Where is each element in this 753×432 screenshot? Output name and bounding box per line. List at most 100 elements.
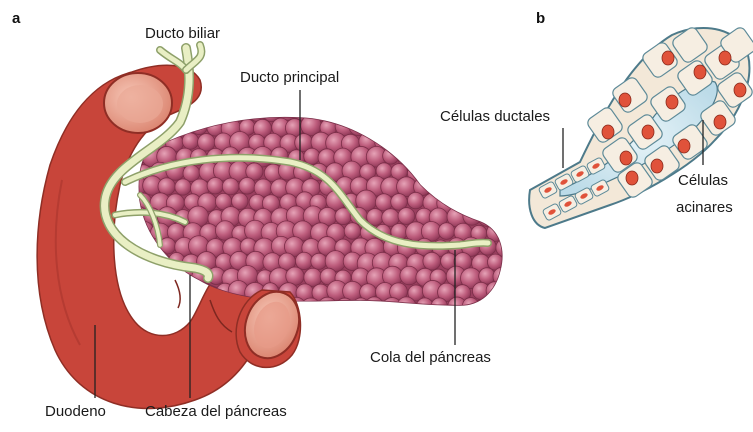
lobule	[311, 253, 327, 269]
lobule	[341, 102, 361, 122]
label-bile-duct: Ducto biliar	[145, 25, 220, 42]
lobule	[239, 178, 256, 195]
lobule	[433, 149, 450, 166]
panel-a-label: a	[12, 10, 21, 27]
lobule	[493, 207, 511, 225]
lobule	[175, 179, 191, 195]
lobule	[295, 252, 312, 269]
lobule	[479, 176, 499, 196]
lobule	[438, 162, 459, 183]
lobule	[469, 130, 490, 151]
lobule	[415, 148, 432, 165]
lobule	[142, 266, 161, 285]
lobule	[421, 102, 439, 120]
pancreas	[125, 101, 515, 319]
panel-b-label: b	[536, 10, 545, 27]
lobule	[407, 192, 423, 208]
lobule	[422, 165, 439, 182]
lobule	[405, 102, 424, 121]
cell-nucleus	[714, 115, 726, 129]
duodenum-top-end	[104, 73, 172, 133]
lobule	[494, 178, 515, 199]
lobule	[373, 101, 393, 121]
lobule	[454, 131, 473, 150]
lobule	[448, 297, 467, 316]
lobule	[304, 148, 320, 164]
cell-nucleus	[734, 83, 746, 97]
lobule	[416, 298, 433, 315]
lobule	[437, 131, 456, 150]
lobule	[383, 116, 403, 136]
lobule	[392, 134, 410, 152]
lobule	[471, 162, 489, 180]
lobule	[423, 252, 441, 270]
pancreas-lobules	[125, 101, 515, 319]
label-ductal-cells: Células ductales	[440, 108, 550, 125]
lobule	[486, 134, 504, 152]
lobule	[397, 297, 416, 316]
lobule	[230, 102, 249, 121]
cell-nucleus	[619, 93, 631, 107]
lobule	[198, 134, 216, 152]
lobule	[390, 103, 409, 122]
lobule	[461, 148, 480, 167]
lobule	[173, 295, 194, 316]
cell-nucleus	[662, 51, 674, 65]
cell-nucleus	[666, 95, 678, 109]
lobule	[318, 297, 338, 317]
lobule	[207, 178, 223, 194]
lobule	[375, 194, 392, 211]
acinus	[529, 26, 753, 228]
lobule	[222, 178, 239, 195]
lobule	[465, 179, 481, 195]
lobule	[495, 148, 513, 166]
cell-nucleus	[651, 159, 663, 173]
cell-nucleus	[626, 171, 638, 185]
lobule	[133, 283, 152, 302]
cell-nucleus	[602, 125, 614, 139]
lobule	[478, 206, 499, 227]
lobule	[429, 176, 449, 196]
lobule	[361, 103, 377, 119]
lobule	[182, 133, 198, 149]
lobule	[344, 223, 360, 239]
cell-nucleus	[694, 65, 706, 79]
lobule	[438, 223, 455, 240]
lobule	[216, 102, 233, 119]
lobule	[197, 102, 216, 121]
label-main-duct: Ducto principal	[240, 69, 339, 86]
lobule	[366, 119, 382, 135]
cell-nucleus	[719, 51, 731, 65]
lobule	[422, 130, 443, 151]
cell-nucleus	[620, 151, 632, 165]
lobule	[456, 161, 475, 180]
lobule	[126, 268, 143, 285]
lobule	[152, 283, 168, 299]
lobule	[486, 193, 506, 213]
lobule	[142, 298, 162, 318]
lobule	[496, 239, 514, 257]
lobule	[182, 283, 203, 304]
label-acinar-line1: Células	[678, 172, 728, 189]
label-duodenum: Duodeno	[45, 403, 106, 420]
lobule	[446, 178, 464, 196]
lobule	[326, 102, 345, 121]
lobule	[471, 194, 488, 211]
cell-nucleus	[642, 125, 654, 139]
lobule	[455, 191, 474, 210]
lobule	[398, 208, 415, 225]
lobule	[191, 119, 207, 135]
lobule	[159, 300, 176, 317]
cell-nucleus	[678, 139, 690, 153]
lobule	[165, 282, 186, 303]
lobule	[478, 146, 499, 167]
lobule	[407, 134, 423, 150]
lobule	[383, 148, 399, 164]
lobule	[446, 146, 466, 166]
lobule	[496, 299, 513, 316]
lobule	[462, 298, 479, 315]
lobule	[486, 162, 505, 181]
lobule	[413, 117, 431, 135]
